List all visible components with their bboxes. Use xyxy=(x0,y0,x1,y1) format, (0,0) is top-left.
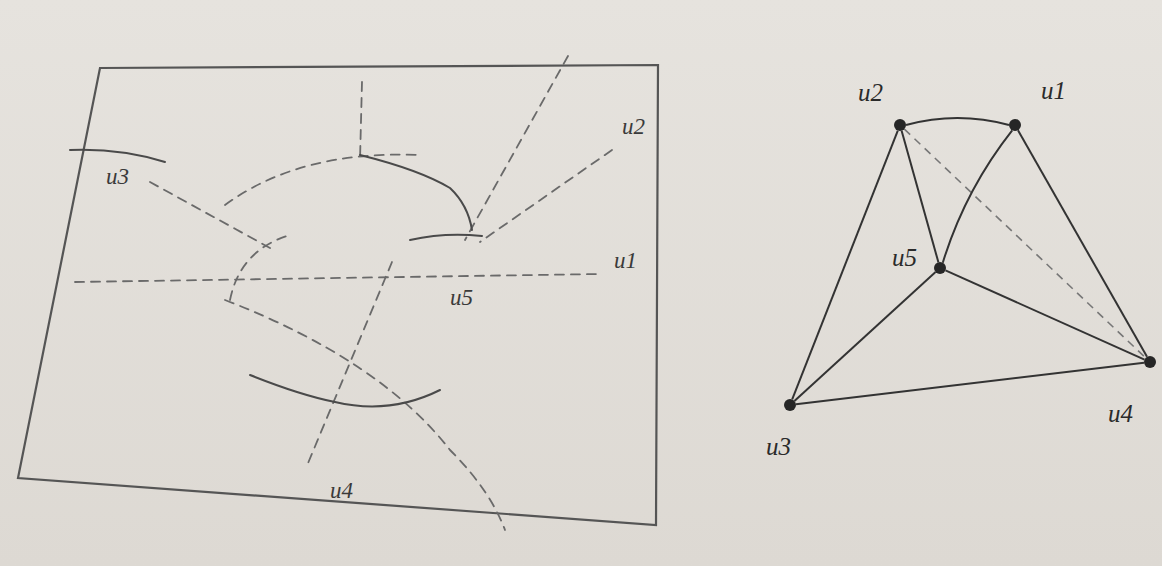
graph-edge xyxy=(794,272,935,401)
graph-edge xyxy=(904,129,1145,358)
graph-edge xyxy=(902,131,939,262)
vertex-label: u3 xyxy=(764,433,793,460)
region-label: u5 xyxy=(448,285,475,310)
region-label: u1 xyxy=(612,248,639,273)
vertex-label: u2 xyxy=(856,79,885,106)
graph-edge xyxy=(943,130,1012,262)
graph-vertex: u3 xyxy=(784,399,796,411)
graph-edge xyxy=(796,363,1144,405)
graph-edge xyxy=(792,131,898,400)
graph-edge xyxy=(1018,130,1147,357)
graph-vertex: u2 xyxy=(894,119,906,131)
graph-vertex: u5 xyxy=(934,262,946,274)
graph-edge xyxy=(945,270,1144,359)
graph-edge xyxy=(906,118,1009,125)
region-label: u3 xyxy=(104,164,131,189)
vertex-label: u5 xyxy=(890,244,919,271)
region-label: u2 xyxy=(620,114,647,139)
graph-vertex: u4 xyxy=(1144,356,1156,368)
vertex-label: u4 xyxy=(1106,400,1135,427)
graph-vertex: u1 xyxy=(1009,119,1021,131)
vertex-label: u1 xyxy=(1039,77,1068,104)
region-label: u4 xyxy=(328,478,355,503)
